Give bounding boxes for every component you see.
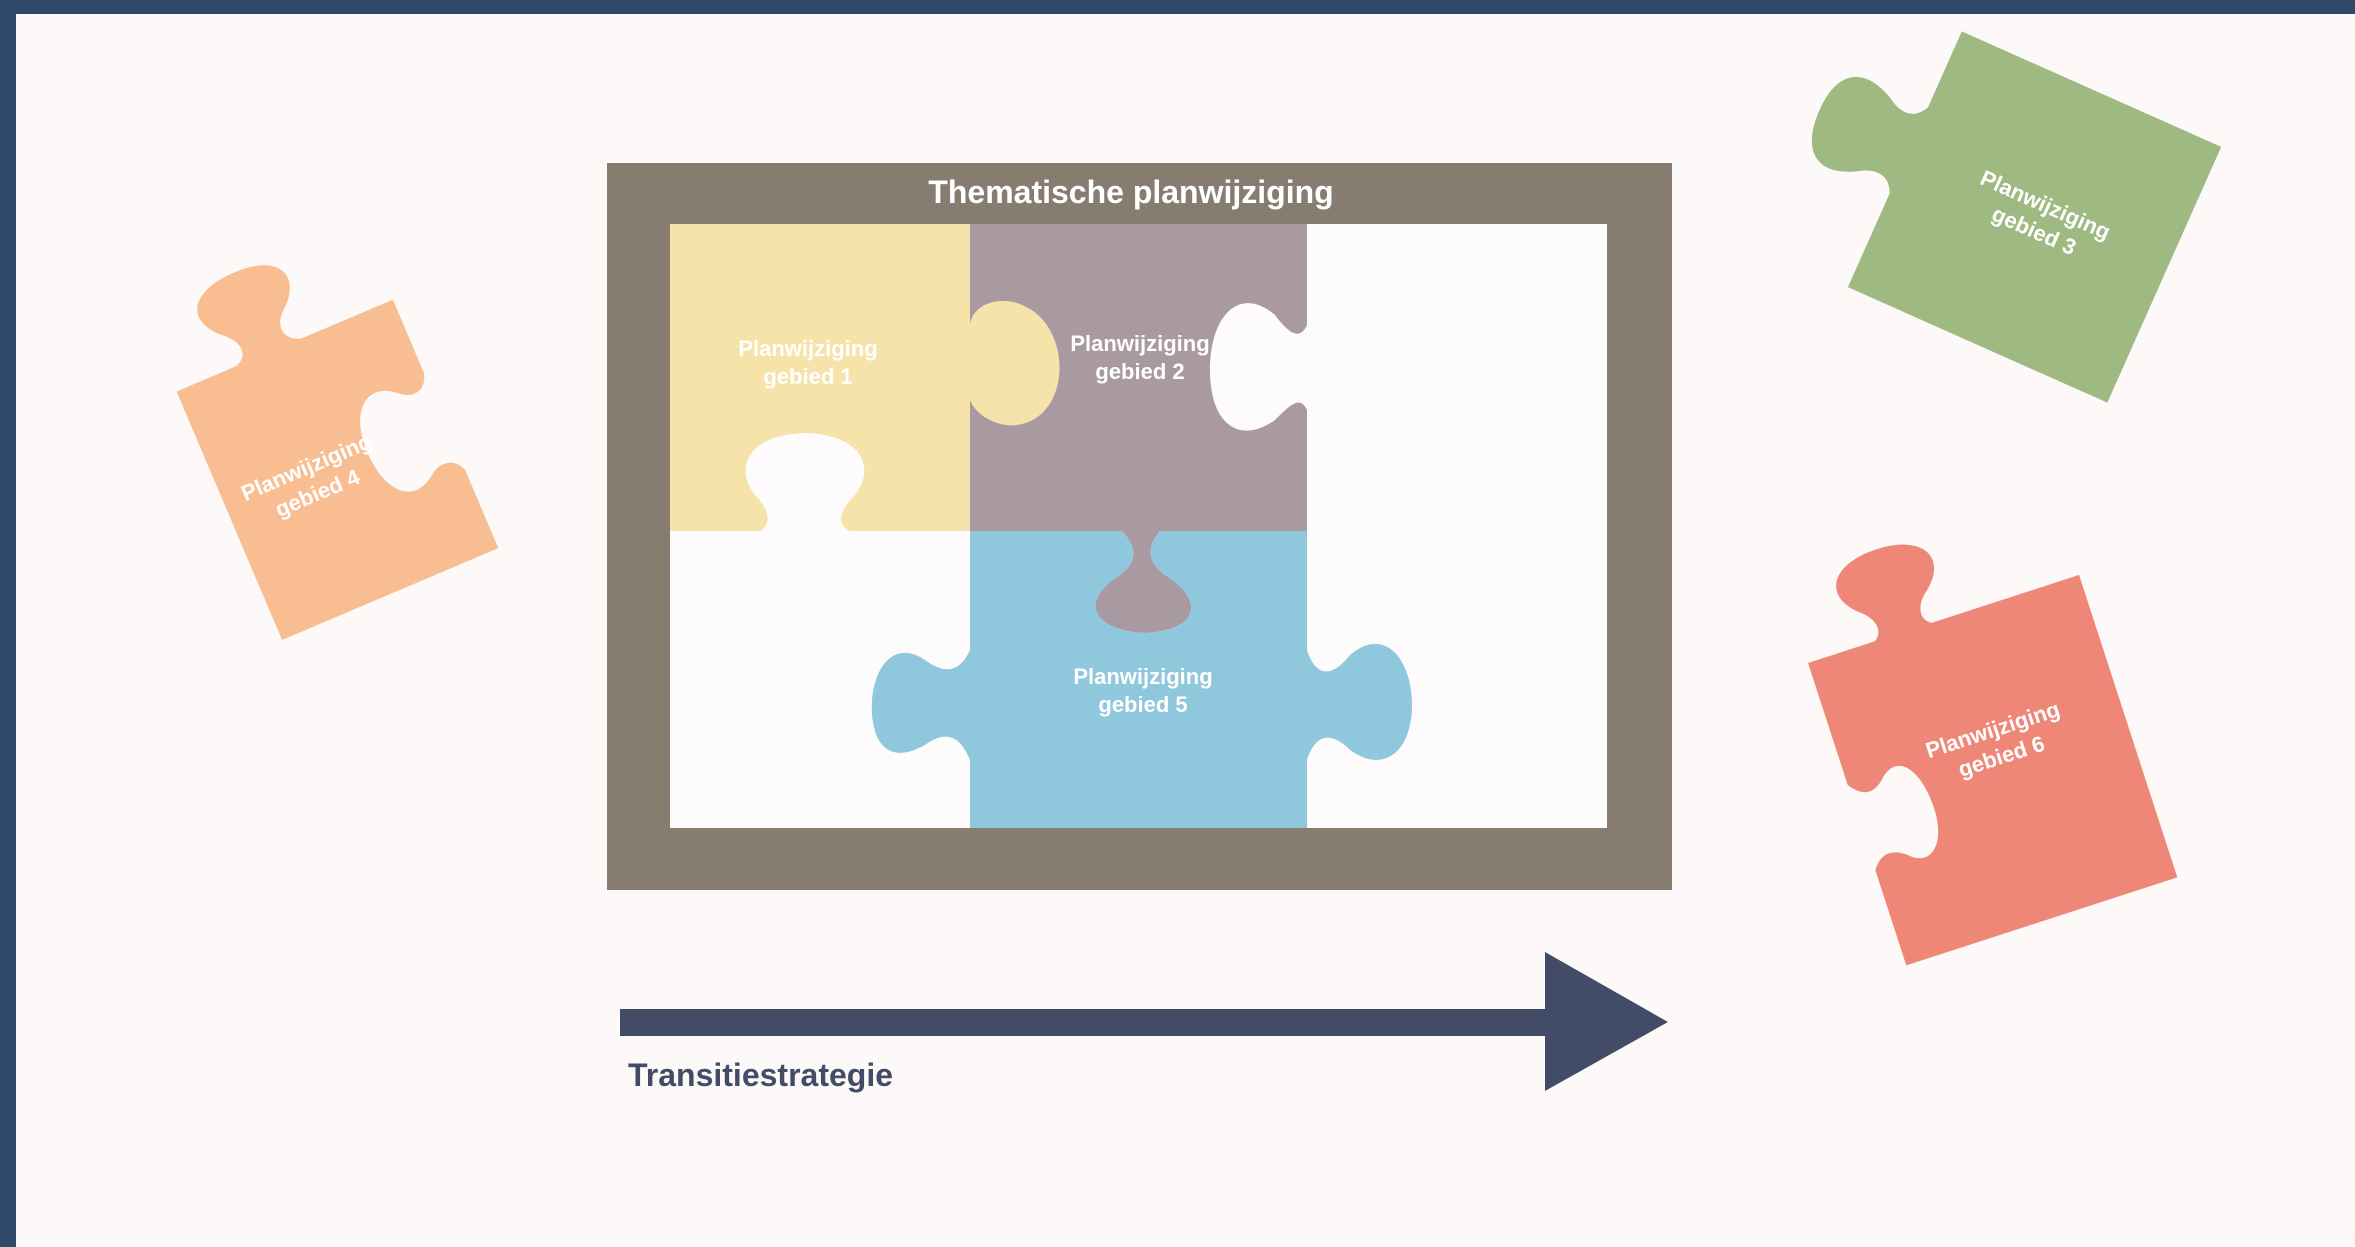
puzzle-piece-area-6: Planwijziging gebied 6 [1808,544,2178,966]
puzzle-piece-area-3: Planwijziging gebied 3 [1811,31,2222,403]
puzzle-piece-area-1: Planwijziging gebied 1 [670,224,1060,531]
piece-2-label-line1: Planwijziging [1070,331,1209,356]
piece-2-shape [970,224,1307,633]
puzzle-piece-area-2: Planwijziging gebied 2 [970,224,1307,633]
piece-3-shape [1811,31,2222,403]
piece-1-label-line1: Planwijziging [738,336,877,361]
puzzle-piece-area-4: Planwijziging gebied 4 [176,265,499,640]
piece-1-label-line2: gebied 1 [763,364,852,389]
puzzle-piece-area-5: Planwijziging gebied 5 [871,531,1412,828]
piece-5-label-line1: Planwijziging [1073,664,1212,689]
piece-5-label-line2: gebied 5 [1098,692,1187,717]
piece-6-shape [1808,544,2178,966]
arrow-label: Transitiestrategie [628,1057,893,1093]
frame-title: Thematische planwijziging [928,174,1333,210]
piece-4-shape [176,265,499,640]
arrow-shaft [620,1009,1550,1036]
piece-1-shape [670,224,1060,531]
arrow-head [1545,952,1668,1091]
piece-5-shape [871,531,1412,828]
piece-2-label-line2: gebied 2 [1095,359,1184,384]
transition-arrow: Transitiestrategie [620,952,1668,1093]
